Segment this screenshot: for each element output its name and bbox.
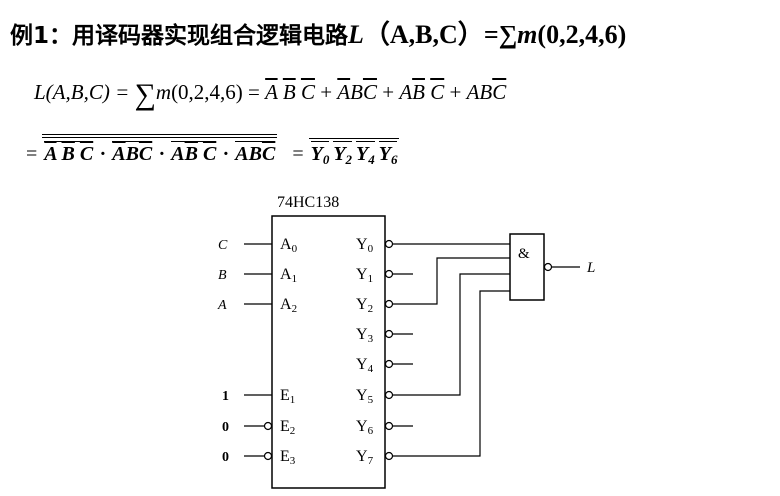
- svg-text:Y3: Y3: [356, 326, 374, 345]
- input-a: A A2: [217, 296, 297, 315]
- inversion-bubble: [263, 451, 273, 461]
- enable-e1: 1 E1: [222, 387, 295, 406]
- inversion-bubble: [543, 262, 553, 272]
- output-y7: Y7: [356, 448, 413, 467]
- signal-label: B: [218, 268, 227, 283]
- pin-e1: E1: [280, 387, 295, 406]
- page-title: 例1：用译码器实现组合逻辑电路L（A,B,C）=∑m(0,2,4,6): [10, 14, 626, 51]
- pin-e3: E3: [280, 448, 296, 467]
- title-args: （A,B,C）: [363, 20, 484, 49]
- eq1-term-0: A B C: [265, 80, 315, 104]
- sub: 6: [390, 152, 398, 167]
- input-b: B A1: [218, 266, 297, 285]
- output-y1: Y1: [356, 266, 413, 285]
- enable-e3: 0 E3: [222, 448, 296, 467]
- enable-value: 1: [222, 389, 229, 404]
- enable-value: 0: [222, 420, 229, 435]
- enable-e2: 0 E2: [222, 418, 295, 437]
- title-m: m: [517, 20, 538, 49]
- input-c: C A0: [218, 236, 298, 255]
- enable-value: 0: [222, 450, 229, 465]
- output-y6: Y6: [356, 418, 413, 437]
- output-y4: Y4: [356, 356, 413, 375]
- pin-a2: A2: [280, 296, 297, 315]
- output-y0: Y0: [356, 236, 413, 255]
- svg-text:Y2: Y2: [356, 296, 373, 315]
- pin-e2: E2: [280, 418, 295, 437]
- signal-label: A: [217, 298, 227, 313]
- output-y5: Y5: [356, 387, 413, 406]
- title-minterms: (0,2,4,6): [537, 20, 627, 49]
- eq2-y4: Y: [356, 143, 369, 165]
- dot: ·: [218, 143, 234, 165]
- decoder-chip: [271, 215, 386, 489]
- title-prefix: 例1：用译码器实现组合逻辑电路: [10, 23, 349, 49]
- title-eq: =∑: [483, 20, 518, 49]
- title-L: L: [348, 20, 364, 49]
- sub: 4: [368, 152, 375, 167]
- eq2-nand-expression: A B C · ABC · AB C · ABC: [42, 134, 278, 166]
- sub: 2: [345, 152, 353, 167]
- svg-text:Y1: Y1: [356, 266, 373, 285]
- eq2-equals: =: [292, 143, 309, 165]
- eq1-term-3: ABC: [466, 80, 507, 104]
- pin-a1: A1: [280, 266, 297, 285]
- eq1-term-1: ABC: [337, 80, 377, 104]
- dot: ·: [95, 143, 111, 165]
- svg-text:Y4: Y4: [356, 356, 374, 375]
- wire-y7: [413, 290, 510, 457]
- dot: ·: [154, 143, 170, 165]
- plus: +: [444, 80, 467, 104]
- eq2-y6: Y: [378, 143, 391, 165]
- connection-wires: [413, 243, 510, 457]
- inversion-bubble: [263, 421, 273, 431]
- eq1-lhs: L(A,B,C) =: [34, 80, 135, 104]
- eq1-sigma: ∑: [134, 78, 156, 111]
- output-y3: Y3: [356, 326, 413, 345]
- wire-y2: [413, 257, 510, 305]
- eq1-m: m: [155, 80, 172, 104]
- plus: +: [376, 80, 400, 104]
- eq2-y0: Y: [310, 143, 323, 165]
- svg-text:Y5: Y5: [356, 387, 374, 406]
- eq2-prefix: =: [26, 143, 43, 165]
- gate-output-label: L: [586, 260, 595, 276]
- equation-sum-of-minterms: L(A,B,C) = ∑m(0,2,4,6) = A B C + ABC + A…: [34, 78, 506, 112]
- eq2-y2: Y: [333, 143, 346, 165]
- svg-text:Y6: Y6: [356, 418, 374, 437]
- svg-text:Y0: Y0: [356, 236, 374, 255]
- gate-symbol: &: [518, 246, 530, 262]
- chip-label: 74HC138: [277, 194, 339, 211]
- nand-gate: [509, 233, 545, 301]
- pin-a0: A0: [280, 236, 298, 255]
- eq1-args: (0,2,4,6) =: [171, 80, 266, 104]
- eq1-term-2: AB C: [399, 80, 445, 104]
- sub: 0: [322, 152, 330, 167]
- wire-y5: [413, 273, 510, 396]
- output-y2: Y2: [356, 296, 413, 315]
- signal-label: C: [218, 238, 228, 253]
- svg-text:Y7: Y7: [356, 448, 374, 467]
- plus: +: [314, 80, 338, 104]
